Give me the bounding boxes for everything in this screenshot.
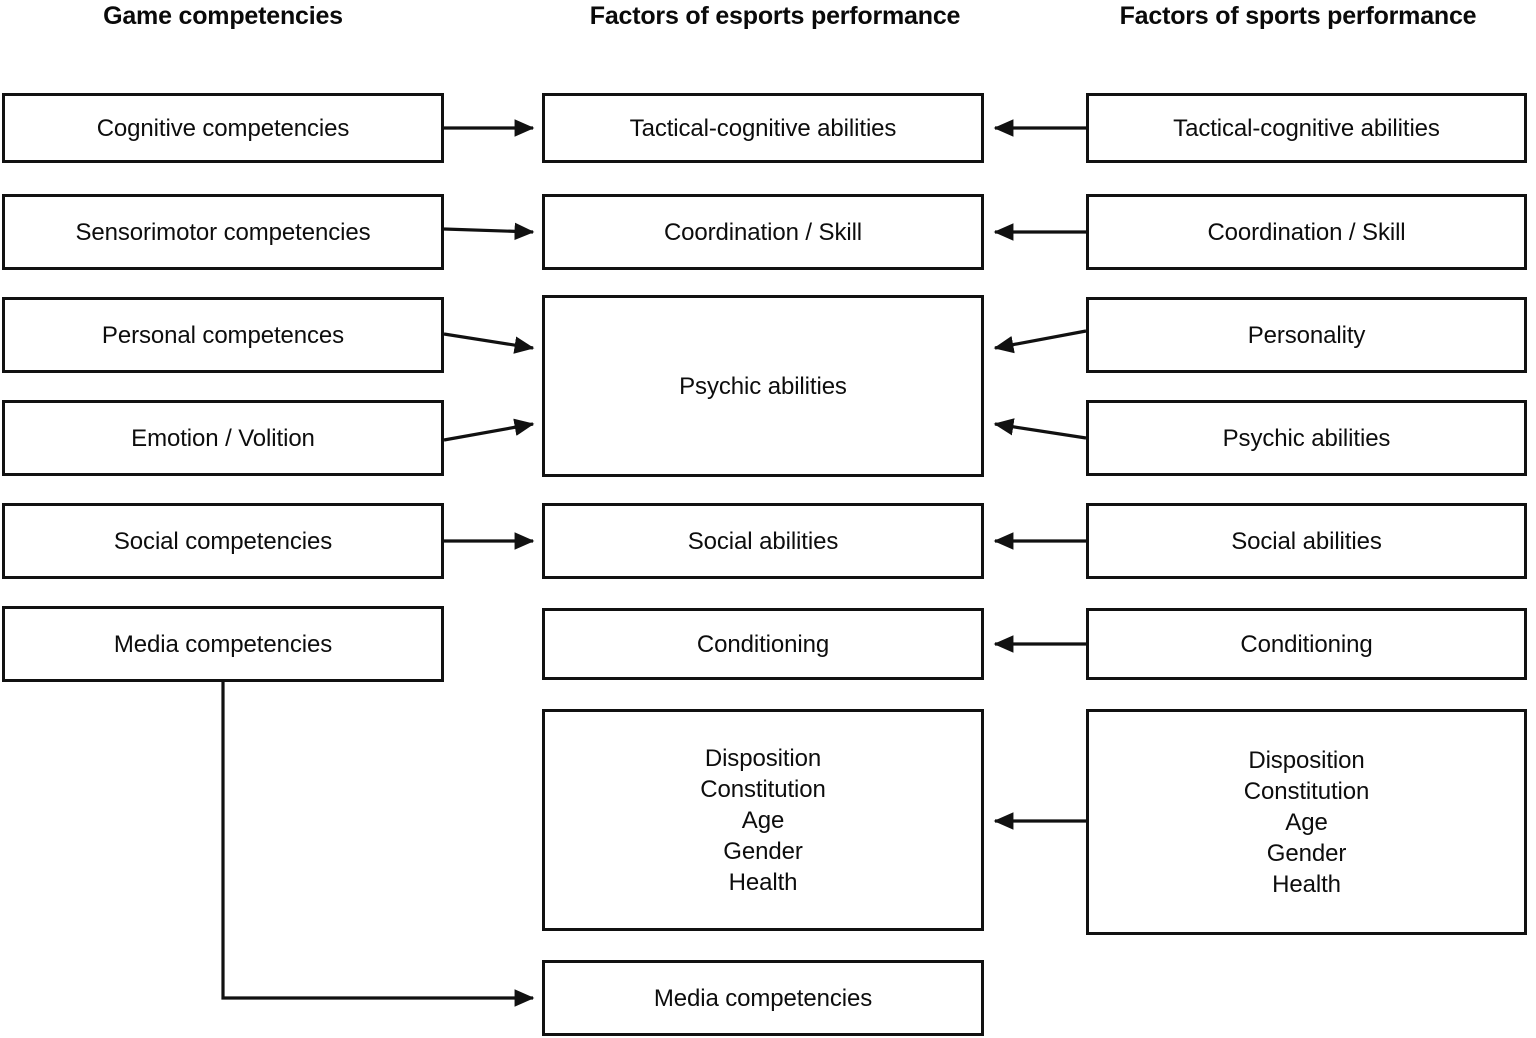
node-label: Social abilities: [1231, 527, 1382, 555]
node-label: Media competencies: [653, 984, 873, 1012]
node-sports-personality[interactable]: Personality: [1086, 297, 1527, 373]
node-label: Psychic abilities: [679, 372, 847, 400]
node-esports-conditioning[interactable]: Conditioning: [542, 608, 984, 680]
edge-emotion-to-psychic: [443, 418, 535, 442]
node-emotion-volition[interactable]: Emotion / Volition: [2, 400, 444, 476]
node-label: Coordination / Skill: [663, 218, 863, 246]
node-label: Conditioning: [696, 630, 830, 658]
node-label: Disposition Constitution Age Gender Heal…: [700, 744, 826, 896]
node-label: Cognitive competencies: [96, 114, 350, 142]
node-social-competencies[interactable]: Social competencies: [2, 503, 444, 579]
node-label: Personal competences: [101, 321, 345, 349]
node-sports-tactical-cognitive-abilities[interactable]: Tactical-cognitive abilities: [1086, 93, 1527, 163]
node-esports-tactical-cognitive-abilities[interactable]: Tactical-cognitive abilities: [542, 93, 984, 163]
node-sensorimotor-competencies[interactable]: Sensorimotor competencies: [2, 194, 444, 270]
node-esports-disposition-list[interactable]: Disposition Constitution Age Gender Heal…: [542, 709, 984, 931]
edge-sensorimotor-to-coordination: [443, 222, 535, 241]
node-esports-coordination-skill[interactable]: Coordination / Skill: [542, 194, 984, 270]
node-label: Conditioning: [1240, 630, 1373, 658]
node-label: Psychic abilities: [1222, 424, 1391, 452]
node-label: Sensorimotor competencies: [75, 218, 371, 246]
edge-personality-to-psychic: [993, 329, 1087, 354]
node-label: Media competencies: [113, 630, 333, 658]
node-sports-disposition-list[interactable]: Disposition Constitution Age Gender Heal…: [1086, 709, 1527, 935]
column-header-sports-performance: Factors of sports performance: [1119, 2, 1477, 30]
node-esports-media-competencies[interactable]: Media competencies: [542, 960, 984, 1036]
node-cognitive-competencies[interactable]: Cognitive competencies: [2, 93, 444, 163]
column-header-game-competencies: Game competencies: [103, 2, 343, 30]
node-label: Social competencies: [113, 527, 333, 555]
node-personal-competences[interactable]: Personal competences: [2, 297, 444, 373]
node-esports-social-abilities[interactable]: Social abilities: [542, 503, 984, 579]
node-label: Personality: [1247, 321, 1366, 349]
node-label: Coordination / Skill: [1207, 218, 1406, 246]
node-label: Social abilities: [687, 527, 839, 555]
edge-personal-to-psychic: [443, 332, 535, 354]
node-sports-coordination-skill[interactable]: Coordination / Skill: [1086, 194, 1527, 270]
node-esports-psychic-abilities[interactable]: Psychic abilities: [542, 295, 984, 477]
node-label: Emotion / Volition: [131, 424, 315, 452]
node-label: Tactical-cognitive abilities: [1173, 114, 1440, 142]
node-media-competencies-game[interactable]: Media competencies: [2, 606, 444, 682]
node-sports-psychic-abilities[interactable]: Psychic abilities: [1086, 400, 1527, 476]
node-sports-social-abilities[interactable]: Social abilities: [1086, 503, 1527, 579]
edge-media-to-media-elbow: [221, 682, 535, 1007]
node-label: Tactical-cognitive abilities: [629, 114, 897, 142]
column-header-esports-performance: Factors of esports performance: [589, 2, 961, 30]
node-label: Disposition Constitution Age Gender Heal…: [1243, 746, 1370, 898]
edge-sports-psychic-to-esports-psychic: [993, 418, 1087, 440]
node-sports-conditioning[interactable]: Conditioning: [1086, 608, 1527, 680]
